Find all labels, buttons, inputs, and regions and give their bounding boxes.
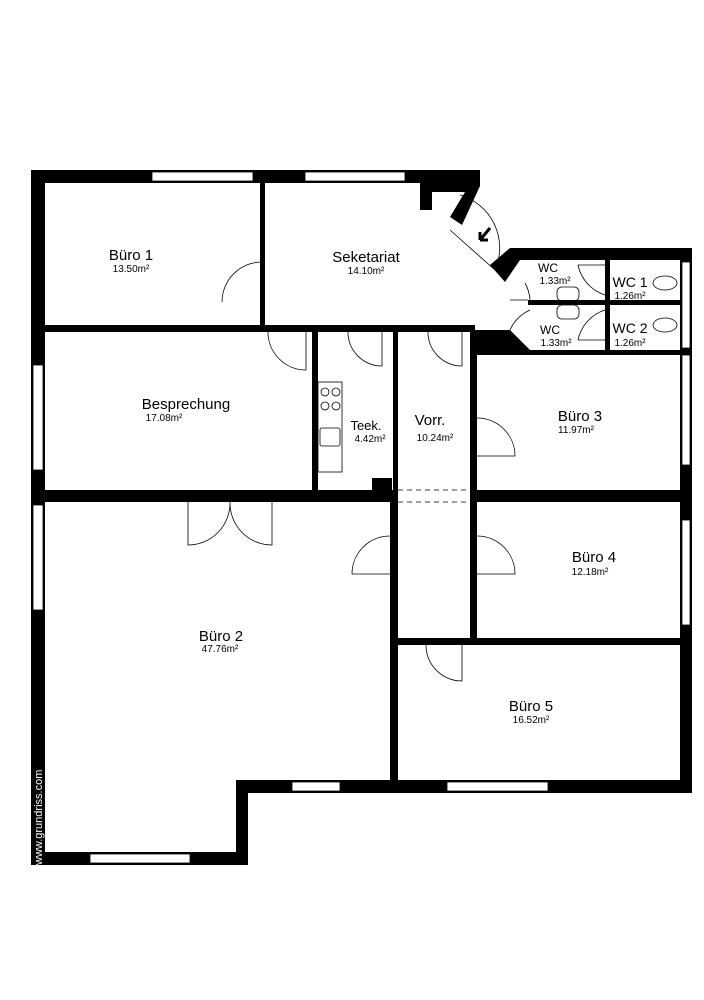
room-area: 17.08m² (146, 413, 183, 424)
room-area: 1.26m² (614, 338, 646, 349)
room-area: 14.10m² (348, 266, 385, 277)
room-area: 1.33m² (539, 276, 571, 287)
room-area: 1.33m² (540, 338, 572, 349)
fixtures (317, 227, 678, 473)
room-area: 12.18m² (572, 567, 609, 578)
room-name: Vorr. (415, 412, 446, 429)
room-name: Teek. (350, 418, 381, 433)
room-name: WC (540, 323, 560, 337)
room-name: WC (538, 261, 558, 275)
room-area: 47.76m² (202, 644, 239, 655)
room-name: Büro 1 (109, 247, 153, 264)
room-area: 4.42m² (354, 434, 386, 445)
room-name: WC 1 (613, 274, 648, 290)
windows (32, 171, 691, 864)
room-name: Büro 3 (558, 408, 602, 425)
room-name: Büro 2 (199, 628, 243, 645)
room-area: 13.50m² (113, 264, 150, 275)
room-area: 10.24m² (417, 433, 454, 444)
room-name: Besprechung (142, 396, 230, 413)
watermark: www.grundriss.com (33, 770, 45, 866)
room-area: 11.97m² (558, 425, 595, 436)
doors (187, 194, 606, 682)
room-area: 1.26m² (614, 291, 646, 302)
room-name: Büro 5 (509, 698, 553, 715)
room-name: Büro 4 (572, 549, 616, 566)
room-name: Seketariat (332, 249, 400, 266)
room-area: 16.52m² (513, 715, 550, 726)
room-name: WC 2 (613, 320, 648, 336)
room-labels: Büro 1 13.50m² Seketariat 14.10m² WC 1.3… (109, 247, 648, 726)
